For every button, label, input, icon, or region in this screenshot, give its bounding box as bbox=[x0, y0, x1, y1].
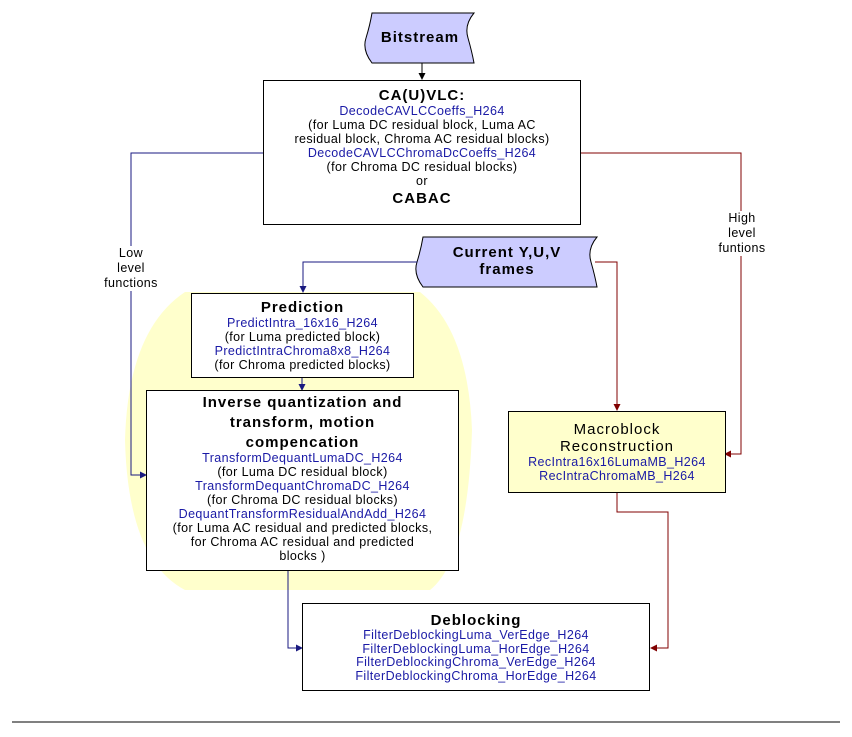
inverse-box: Inverse quantization and transform, moti… bbox=[146, 390, 459, 571]
arrow-frames-to-prediction bbox=[299, 261, 417, 293]
high-level-label: High level funtions bbox=[706, 211, 778, 256]
current-frames-shape bbox=[415, 236, 599, 288]
current-frames-line2: frames bbox=[479, 261, 535, 278]
cavlc-title: CA(U)VLC: bbox=[378, 87, 466, 104]
arrow-high-level-to-macroblock bbox=[581, 152, 742, 458]
inverse-fn3: DequantTransformResidualAndAdd_H264 bbox=[178, 507, 427, 521]
macroblock-box: Macroblock Reconstruction RecIntra16x16L… bbox=[508, 411, 726, 493]
macroblock-fn2: RecIntraChromaMB_H264 bbox=[539, 469, 695, 483]
deblocking-fn3: FilterDeblockingChroma_VerEdge_H264 bbox=[356, 655, 596, 669]
low-level-line1: Low bbox=[118, 246, 144, 260]
inverse-title3: compencation bbox=[245, 434, 360, 451]
high-level-line1: High bbox=[728, 211, 756, 225]
deblocking-fn1: FilterDeblockingLuma_VerEdge_H264 bbox=[363, 628, 589, 642]
macroblock-fn1: RecIntra16x16LumaMB_H264 bbox=[528, 455, 706, 469]
prediction-desc1: (for Luma predicted block) bbox=[224, 330, 381, 344]
inverse-desc3a: (for Luma AC residual and predicted bloc… bbox=[172, 521, 433, 535]
arrow-macroblock-to-deblocking bbox=[616, 493, 669, 652]
current-frames-line1: Current Y,U,V bbox=[452, 244, 562, 261]
bitstream-shape bbox=[364, 12, 476, 64]
cavlc-fn2: DecodeCAVLCChromaDcCoeffs_H264 bbox=[307, 146, 537, 160]
macroblock-title2: Reconstruction bbox=[559, 438, 675, 455]
deblocking-box: Deblocking FilterDeblockingLuma_VerEdge_… bbox=[302, 603, 650, 691]
cavlc-or: or bbox=[416, 174, 428, 188]
low-level-line2: level bbox=[117, 261, 145, 275]
cavlc-desc1a: (for Luma DC residual block, Luma AC bbox=[308, 118, 536, 132]
inverse-title1: Inverse quantization and bbox=[202, 394, 403, 411]
prediction-fn1: PredictIntra_16x16_H264 bbox=[227, 316, 378, 330]
arrow-low-level-to-inverse bbox=[130, 152, 263, 479]
prediction-box: Prediction PredictIntra_16x16_H264 (for … bbox=[191, 293, 414, 378]
bitstream-label: Bitstream bbox=[380, 29, 460, 46]
high-level-line2: level bbox=[728, 226, 756, 240]
inverse-desc1: (for Luma DC residual block) bbox=[217, 465, 388, 479]
cavlc-desc1b: residual block, Chroma AC residual block… bbox=[294, 132, 550, 146]
inverse-fn1: TransformDequantLumaDC_H264 bbox=[202, 451, 403, 465]
cavlc-box: CA(U)VLC: DecodeCAVLCCoeffs_H264 (for Lu… bbox=[263, 80, 581, 225]
inverse-desc2: (for Chroma DC residual blocks) bbox=[207, 493, 398, 507]
arrow-frames-to-macroblock bbox=[595, 261, 621, 411]
cavlc-fn1: DecodeCAVLCCoeffs_H264 bbox=[339, 104, 505, 118]
inverse-desc3c: blocks ) bbox=[279, 549, 326, 563]
current-frames-label: Current Y,U,V frames bbox=[420, 244, 594, 278]
cavlc-cabac: CABAC bbox=[392, 190, 452, 207]
arrow-inverse-to-deblocking bbox=[287, 571, 303, 652]
inverse-desc3b: for Chroma AC residual and predicted bbox=[190, 535, 415, 549]
deblocking-fn2: FilterDeblockingLuma_HorEdge_H264 bbox=[362, 641, 590, 656]
deblocking-fn4: FilterDeblockingChroma_HorEdge_H264 bbox=[355, 668, 597, 683]
prediction-desc2: (for Chroma predicted blocks) bbox=[214, 358, 391, 372]
deblocking-title: Deblocking bbox=[430, 612, 522, 629]
prediction-title: Prediction bbox=[260, 299, 345, 316]
high-level-line3: funtions bbox=[718, 241, 766, 255]
prediction-fn2: PredictIntraChroma8x8_H264 bbox=[214, 344, 391, 358]
macroblock-title1: Macroblock bbox=[573, 421, 661, 438]
inverse-title2: transform, motion bbox=[229, 414, 376, 431]
inverse-fn2: TransformDequantChromaDC_H264 bbox=[195, 479, 410, 493]
low-level-line3: functions bbox=[104, 276, 158, 290]
low-level-label: Low level functions bbox=[92, 246, 170, 291]
cavlc-desc2: (for Chroma DC residual blocks) bbox=[326, 160, 518, 174]
